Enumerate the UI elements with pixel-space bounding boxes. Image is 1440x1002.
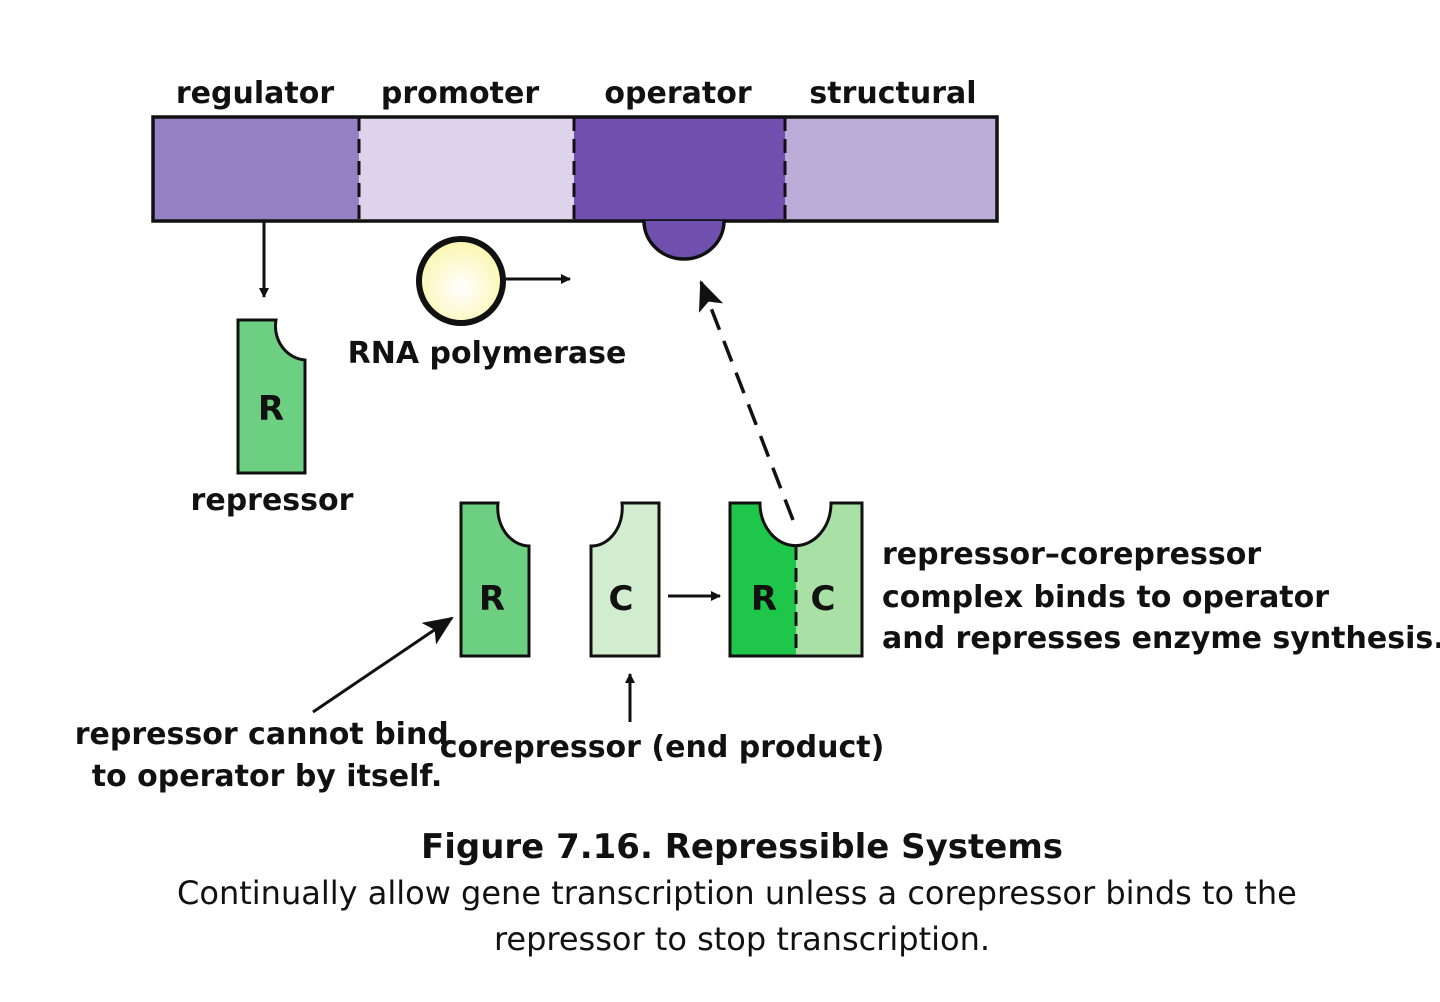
complex-description-line: and represses enzyme synthesis.	[882, 621, 1440, 656]
complex-repressor-letter: R	[751, 579, 777, 619]
free-repressor-shape	[459, 501, 531, 658]
rna-polymerase: RNA polymerase	[348, 236, 627, 371]
promoter-segment	[359, 117, 574, 221]
corepressor: C corepressor (end product)	[440, 501, 885, 765]
gene-bar: regulator promoter operator structural	[151, 76, 999, 261]
complex-description: repressor–corepressor complex binds to o…	[882, 537, 1440, 656]
repressor-corepressor-complex: R C	[728, 501, 864, 658]
free-repressor-letter: R	[479, 579, 505, 619]
operator-segment	[574, 117, 785, 221]
rna-polymerase-label: RNA polymerase	[348, 336, 627, 371]
free-repressor: R	[459, 501, 531, 658]
complex-description-line: repressor–corepressor	[882, 537, 1261, 572]
complex-corepressor-letter: C	[811, 579, 836, 619]
cannot-bind-note-line: repressor cannot bind	[75, 717, 449, 752]
complex-description-line: complex binds to operator	[882, 580, 1329, 615]
operator-binding-site	[642, 220, 726, 261]
corepressor-letter: C	[609, 579, 634, 619]
cannot-bind-note-line: to operator by itself.	[92, 759, 442, 794]
repressor-label: repressor	[191, 483, 354, 518]
structural-segment	[785, 117, 997, 221]
repressor-letter: R	[258, 389, 284, 429]
operator-label: operator	[604, 76, 751, 111]
cannot-bind-arrow	[312, 616, 454, 714]
corepressor-label: corepressor (end product)	[440, 730, 885, 765]
cannot-bind-note: repressor cannot bind to operator by its…	[75, 717, 460, 794]
caption-body-line: repressor to stop transcription.	[494, 920, 990, 958]
complex-repressor-half	[730, 503, 796, 656]
repressor-shape	[236, 318, 307, 475]
caption-body: Continually allow gene transcription unl…	[177, 874, 1307, 958]
figure-caption: Figure 7.16. Repressible Systems Continu…	[177, 827, 1307, 958]
structural-label: structural	[809, 76, 976, 111]
regulator-segment	[153, 117, 359, 221]
promoter-label: promoter	[381, 76, 539, 111]
complex-outline	[728, 501, 864, 658]
corepressor-shape	[589, 501, 661, 658]
regulator-label: regulator	[176, 76, 334, 111]
caption-title: Figure 7.16. Repressible Systems	[421, 827, 1063, 867]
repressor: R repressor	[191, 318, 354, 518]
caption-body-line: Continually allow gene transcription unl…	[177, 874, 1297, 912]
complex-to-operator-arrow	[698, 280, 795, 521]
rna-polymerase-circle	[416, 236, 506, 326]
